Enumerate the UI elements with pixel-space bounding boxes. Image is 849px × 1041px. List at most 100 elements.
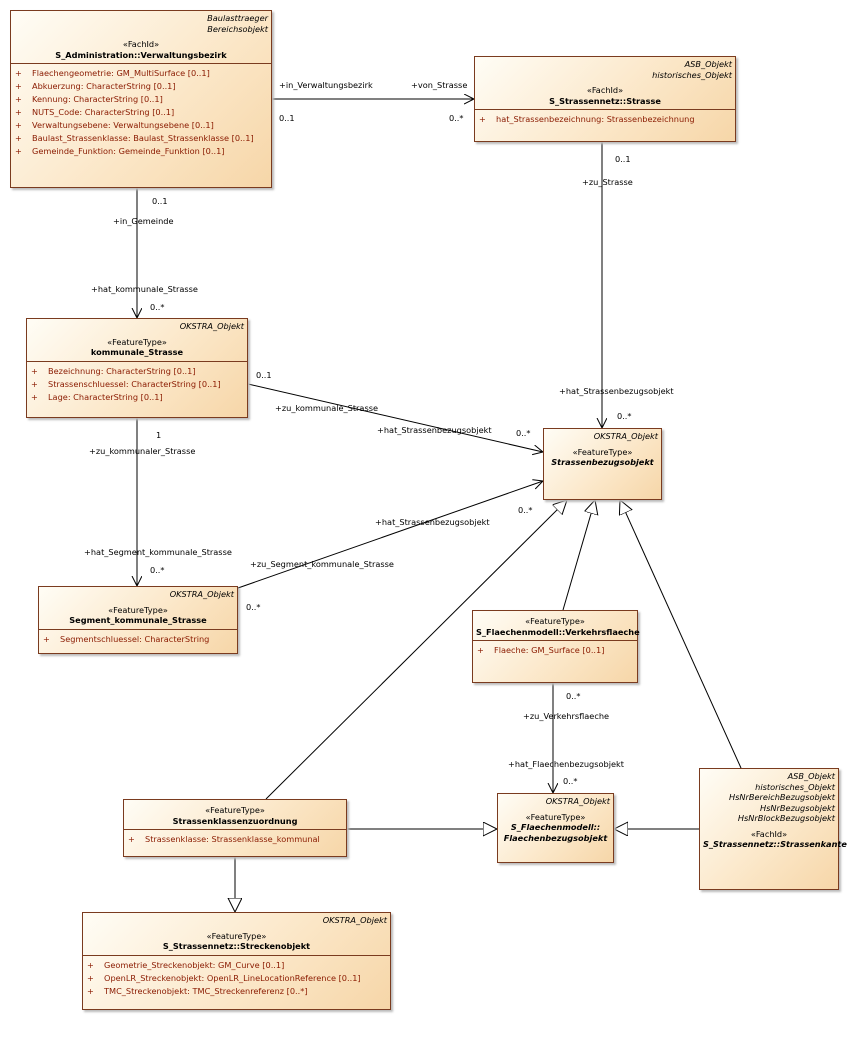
attribute-row[interactable]: +Strassenklasse: Strassenklasse_kommunal: [128, 833, 342, 846]
attribute-row[interactable]: +Verwaltungsebene: Verwaltungsebene [0..…: [15, 119, 267, 132]
class-stereotype: «FeatureType»: [205, 805, 265, 815]
class-name: Strassenbezugsobjekt: [547, 457, 658, 468]
class-name-line: Strassenklassenzuordnung: [172, 815, 298, 826]
attribute-row[interactable]: + Flaeche: GM_Surface [0..1]: [477, 644, 633, 657]
class-tag: OKSTRA_Objekt: [322, 915, 387, 925]
assoc-kommunale-strasse-strassenbezugsobjekt: [248, 384, 543, 452]
class-streckenobjekt[interactable]: OKSTRA_Objekt«FeatureType»S_Strassennetz…: [82, 912, 391, 1010]
class-stereotype: «FeatureType»: [107, 336, 167, 347]
class-name-line: S_Administration::Verwaltungsbezirk: [55, 49, 227, 60]
attribute-row[interactable]: +Bezeichnung: CharacterString [0..1]: [31, 365, 243, 378]
class-tag: HsNrBezugsobjekt: [760, 802, 835, 813]
class-tag: historisches_Objekt: [755, 781, 835, 792]
class-stereotype: «FeatureType»: [572, 446, 633, 457]
attribute-row[interactable]: + NUTS_Code: CharacterString [0..1]: [15, 106, 267, 119]
class-segment-kommunale-strasse[interactable]: OKSTRA_Objekt«FeatureType»Segment_kommun…: [38, 586, 238, 654]
attribute-text: Strassenklasse: Strassenklasse_kommunal: [145, 834, 320, 844]
class-attributes: +hat_Strassenbezeichnung: Strassenbezeic…: [475, 109, 735, 128]
role-label: +hat_Strassenbezugsobjekt: [377, 425, 492, 435]
attribute-row[interactable]: +hat_Strassenbezeichnung: Strassenbezeic…: [479, 113, 731, 126]
class-header: OKSTRA_Objekt«FeatureType»Segment_kommun…: [39, 587, 237, 629]
role-label: +zu_Verkehrsflaeche: [523, 711, 610, 721]
public-visibility-icon: +: [15, 81, 22, 91]
class-tag: OKSTRA_Objekt: [179, 321, 244, 331]
attribute-row[interactable]: +Gemeinde_Funktion: Gemeinde_Funktion [0…: [15, 145, 267, 158]
public-visibility-icon: +: [15, 68, 22, 78]
public-visibility-icon: +: [479, 114, 486, 124]
attribute-text: Gemeinde_Funktion: Gemeinde_Funktion [0.…: [32, 146, 225, 156]
public-visibility-icon: +: [15, 107, 22, 117]
class-attributes: +Strassenklasse: Strassenklasse_kommunal: [124, 829, 346, 848]
attribute-text: Abkuerzung: CharacterString [0..1]: [32, 81, 176, 91]
attribute-row[interactable]: +Flaechengeometrie: GM_MultiSurface [0..…: [15, 67, 267, 80]
role-label: +zu_kommunale_Strasse: [275, 403, 379, 413]
public-visibility-icon: +: [43, 633, 50, 644]
class-header: «FeatureType»Strassenklassenzuordnung: [124, 800, 346, 829]
attribute-row[interactable]: + Kennung: CharacterString [0..1]: [15, 93, 267, 106]
attribute-text: Strassenschluessel: CharacterString [0..…: [48, 378, 221, 389]
class-stereotype: «FachId»: [750, 828, 788, 839]
class-tag: OKSTRA_Objekt: [593, 431, 658, 441]
attribute-text: Flaeche: GM_Surface [0..1]: [494, 645, 605, 655]
public-visibility-icon: +: [87, 959, 94, 970]
public-visibility-icon: +: [31, 378, 38, 389]
class-flaechenbezugsobjekt[interactable]: OKSTRA_Objekt«FeatureType»S_Flaechenmode…: [497, 793, 614, 863]
class-attributes: + Flaeche: GM_Surface [0..1]: [473, 640, 637, 659]
multiplicity-label: 0..*: [150, 565, 165, 575]
class-name: S_Strassennetz::Strasse: [478, 96, 732, 107]
class-name-line: kommunale_Strasse: [90, 347, 184, 357]
class-name: S_Administration::Verwaltungsbezirk: [14, 50, 268, 61]
attribute-text: Baulast_Strassenklasse: Baulast_Strassen…: [32, 133, 254, 143]
class-name-line: S_Strassennetz::Strasse: [549, 95, 661, 106]
class-name: Strassenklassenzuordnung: [127, 816, 343, 827]
attribute-row[interactable]: + Strassenschluessel: CharacterString [0.…: [31, 378, 243, 391]
class-kommunale-strasse[interactable]: OKSTRA_Objekt «FeatureType»kommunale_Stra…: [26, 318, 248, 418]
multiplicity-label: 0..*: [246, 602, 261, 612]
class-name: S_Flaechenmodell::Flaechenbezugsobjekt: [501, 822, 610, 843]
class-tag: HsNrBlockBezugsobjekt: [737, 813, 835, 823]
role-label: +hat_Segment_kommunale_Strasse: [84, 547, 232, 557]
attribute-text: Kennung: CharacterString [0..1]: [32, 94, 163, 104]
multiplicity-label: 0..*: [518, 505, 533, 515]
attribute-row[interactable]: +OpenLR_Streckenobjekt: OpenLR_LineLocat…: [87, 972, 386, 985]
attribute-row[interactable]: +Baulast_Strassenklasse: Baulast_Strasse…: [15, 132, 267, 145]
attribute-row[interactable]: + Segmentschluessel: CharacterString: [43, 633, 233, 646]
attribute-row[interactable]: +Geometrie_Streckenobjekt: GM_Curve [0..…: [87, 959, 386, 972]
class-verkehrsflaeche[interactable]: «FeatureType»S_Flaechenmodell::Verkehrsf…: [472, 610, 640, 683]
public-visibility-icon: +: [87, 972, 94, 983]
class-name-line: S_Flaechenmodell::: [510, 822, 601, 832]
attribute-row[interactable]: +Lage: CharacterString [0..1]: [31, 391, 243, 404]
assoc-segment-strassenbezugsobjekt: [238, 481, 543, 588]
class-name: S_Strassennetz::Streckenobjekt: [86, 941, 387, 952]
role-label: +zu_Segment_kommunale_Strasse: [250, 559, 394, 569]
attribute-row[interactable]: +TMC_Streckenobjekt: TMC_Streckenreferen…: [87, 985, 386, 998]
class-tag: OKSTRA_Objekt: [169, 589, 234, 599]
class-header: OKSTRA_Objekt«FeatureType»S_Flaechenmode…: [498, 794, 613, 846]
public-visibility-icon: +: [477, 645, 484, 655]
attribute-text: TMC_Streckenobjekt: TMC_Streckenreferenz…: [104, 985, 308, 996]
class-name: S_Strassennetz::Strassenkante: [703, 839, 847, 850]
gen-strassenkante-strassenbezugsobjekt: [620, 500, 742, 769]
class-attributes: +Bezeichnung: CharacterString [0..1]+Str…: [27, 360, 247, 406]
public-visibility-icon: +: [31, 391, 38, 402]
class-header: OKSTRA_Objekt «FeatureType»Strassenbezugs…: [544, 429, 661, 471]
class-stereotype: «FachId»: [122, 39, 160, 49]
role-label: +zu_Strasse: [582, 177, 633, 187]
attribute-text: NUTS_Code: CharacterString [0..1]: [32, 107, 175, 117]
multiplicity-label: 0..1: [279, 113, 295, 123]
attribute-text: Segmentschluessel: CharacterString: [60, 633, 210, 644]
class-strassenklassenzuordnung[interactable]: «FeatureType»Strassenklassenzuordnung +St…: [123, 799, 347, 857]
attribute-row[interactable]: + Abkuerzung: CharacterString [0..1]: [15, 80, 267, 93]
public-visibility-icon: +: [15, 94, 22, 104]
class-stereotype: «FeatureType»: [525, 811, 586, 822]
multiplicity-label: 0..1: [256, 370, 272, 380]
multiplicity-label: 0..*: [617, 411, 632, 421]
multiplicity-label: 0..1: [152, 196, 168, 206]
class-tags: OKSTRA_Objekt: [86, 915, 387, 926]
class-strassenbezugsobjekt[interactable]: OKSTRA_Objekt «FeatureType»Strassenbezugs…: [543, 428, 662, 500]
multiplicity-label: 0..*: [150, 302, 165, 312]
